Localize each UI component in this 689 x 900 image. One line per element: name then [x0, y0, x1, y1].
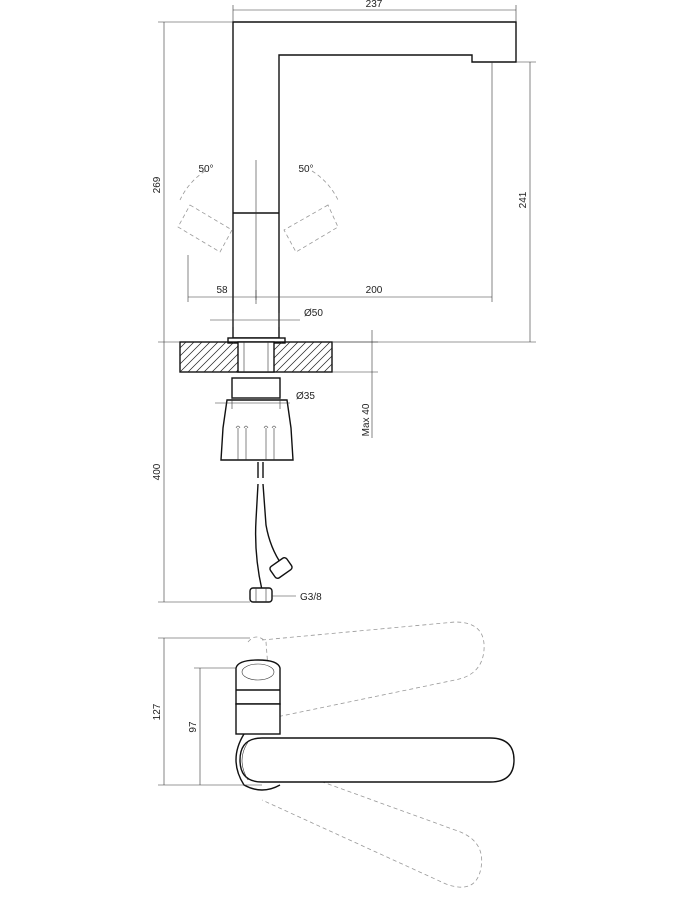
- hatch-line: [340, 342, 370, 372]
- hatch-line: [348, 342, 378, 372]
- dim-diameter-body: Ø50: [304, 308, 323, 319]
- hatch-line: [187, 342, 219, 372]
- hatch-line: [211, 342, 243, 372]
- fixing-nut: [220, 399, 294, 461]
- hatch-line: [372, 342, 402, 372]
- hatch-line: [180, 342, 203, 365]
- top-body-cartridge: [235, 659, 281, 705]
- hatch-line: [331, 371, 332, 372]
- hatch-line: [195, 342, 227, 372]
- dim-height-top-inner: 97: [188, 721, 199, 733]
- supply-hoses: [249, 462, 293, 603]
- shank-through-counter: [237, 341, 275, 373]
- hatch-line: [283, 342, 315, 372]
- hatch-line: [364, 342, 394, 372]
- hatch-line: [323, 363, 332, 372]
- dimension-lines-top: [158, 637, 262, 786]
- front-elevation: [140, 21, 517, 603]
- hatch-line: [275, 342, 307, 372]
- swivel-dashed-positions: [177, 170, 339, 253]
- nut-grip-ribs: [235, 425, 277, 460]
- top-view: [235, 621, 515, 888]
- top-dashed-lever-top: [247, 636, 269, 669]
- shank-below: [231, 377, 281, 399]
- dim-width-total: 237: [366, 0, 383, 10]
- dim-angle-right: 50°: [298, 164, 313, 175]
- dim-thread: G3/8: [300, 592, 322, 603]
- dim-diameter-shank: Ø35: [296, 391, 315, 402]
- top-dashed-handle-lower: [261, 759, 483, 888]
- hatch-line: [307, 347, 332, 372]
- hatch-line: [148, 342, 178, 372]
- hatch-line: [291, 342, 323, 372]
- dimension-lines-front: [158, 5, 536, 603]
- dim-height-below: 400: [152, 463, 163, 480]
- dim-height-side: 241: [518, 191, 529, 208]
- dim-height-top-outer: 127: [152, 703, 163, 720]
- hatch-line: [180, 342, 211, 372]
- hatch-line: [315, 355, 332, 372]
- hatch-line: [180, 342, 195, 357]
- hatch-line: [203, 342, 235, 372]
- top-dashed-handle-upper: [261, 621, 485, 721]
- dim-angle-left: 50°: [198, 164, 213, 175]
- hatch-line: [180, 342, 187, 349]
- dim-height-spout: 269: [152, 176, 163, 193]
- dim-reach: 200: [366, 285, 383, 296]
- dim-max-thickness: Max 40: [361, 403, 372, 436]
- hatch-line: [140, 342, 170, 372]
- hatch-line: [299, 342, 331, 372]
- top-solid-handle: [239, 737, 515, 783]
- dim-offset-left: 58: [216, 285, 228, 296]
- hatch-line: [356, 342, 386, 372]
